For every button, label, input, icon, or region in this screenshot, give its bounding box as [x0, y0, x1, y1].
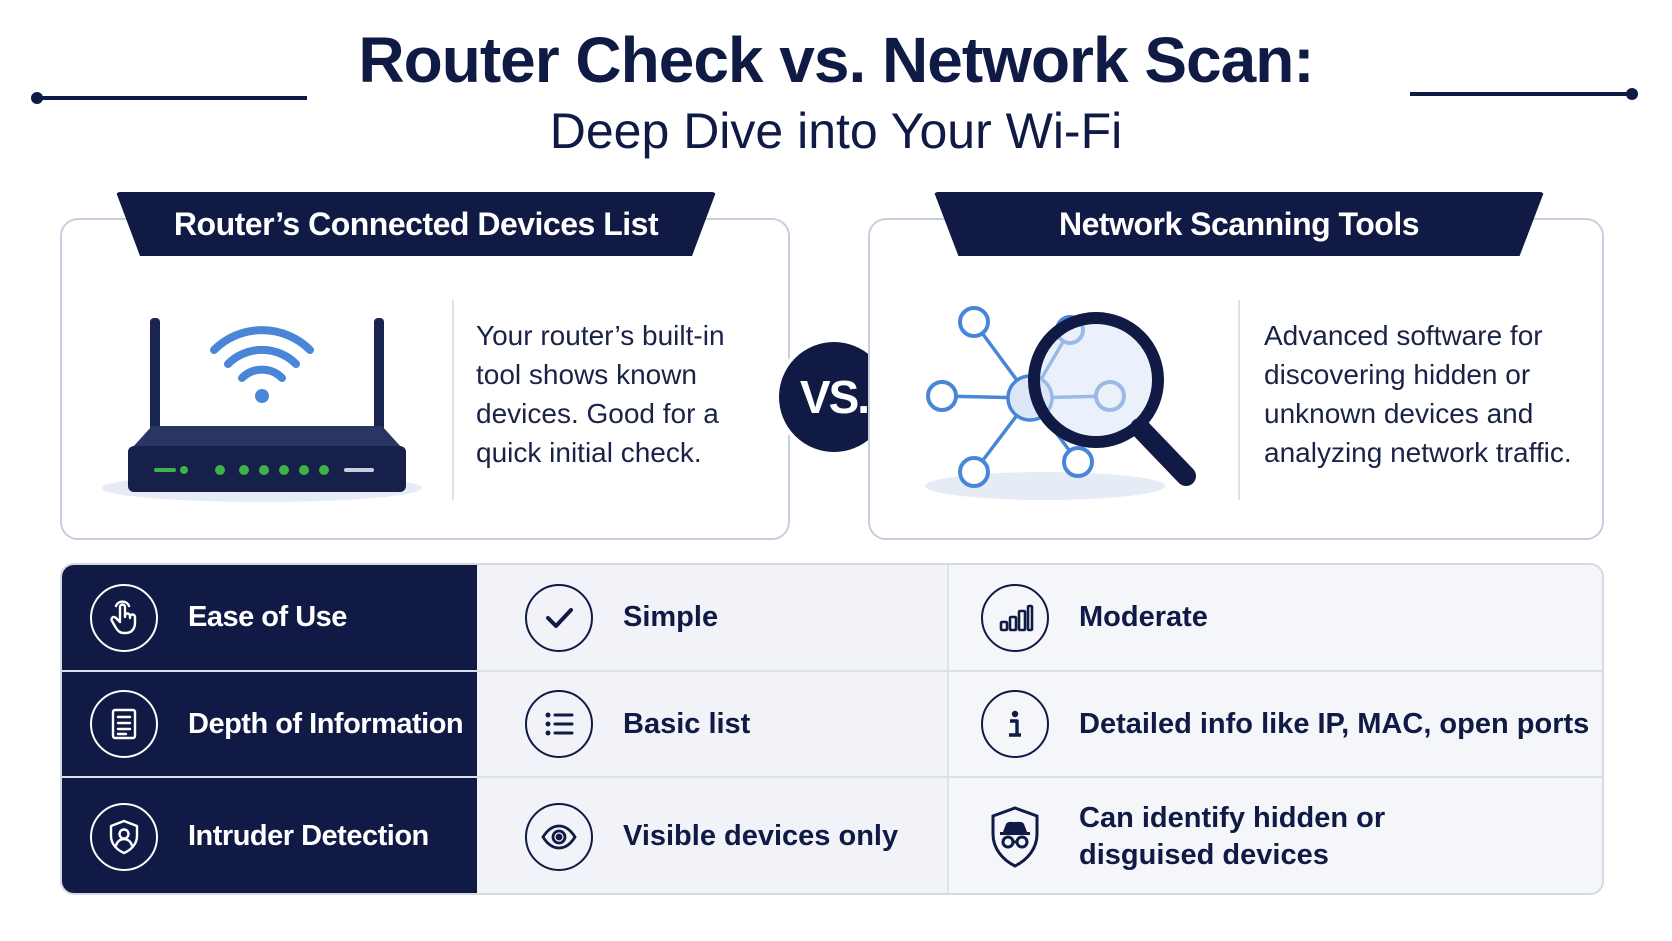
row-label: Depth of Information: [188, 707, 464, 740]
router-value-cell: Basic list: [477, 672, 949, 776]
title-rule-right: [1410, 92, 1632, 96]
bullet-list-icon: [525, 690, 593, 758]
scan-value-cell: Moderate: [949, 565, 1602, 670]
checkmark-icon: [525, 583, 593, 652]
router-value: Simple: [623, 601, 719, 633]
signal-bars-icon: [981, 583, 1049, 652]
network-magnifier-icon: [900, 278, 1220, 513]
wifi-router-icon: [92, 278, 432, 513]
row-label-cell: Depth of Information: [62, 672, 477, 776]
title-rule-left: [37, 96, 307, 100]
title-rule-left-dot: [31, 92, 43, 104]
router-value-cell: Visible devices only: [477, 778, 949, 893]
spy-shield-icon: [981, 803, 1049, 871]
row-label-cell: Intruder Detection: [62, 778, 477, 893]
router-card-tab: Router’s Connected Devices List: [116, 192, 716, 256]
page-title: Router Check vs. Network Scan:: [358, 24, 1314, 96]
hand-pointer-icon: [90, 583, 158, 652]
table-row: Intruder Detection Visible devices only: [62, 778, 1602, 893]
eye-icon: [525, 802, 593, 871]
scanning-card-description: Advanced software for discovering hidden…: [1264, 320, 1572, 468]
table-row: Ease of Use Simple Moderate: [62, 565, 1602, 670]
table-row: Depth of Information Basic list: [62, 672, 1602, 776]
table-row-separator: [62, 776, 1602, 778]
row-label-cell: Ease of Use: [62, 565, 477, 670]
router-card-divider: [452, 300, 454, 500]
shield-user-icon: [90, 802, 158, 871]
scan-value: Moderate: [1079, 601, 1208, 633]
comparison-table: Ease of Use Simple Moderate: [60, 563, 1604, 895]
router-value-cell: Simple: [477, 565, 949, 670]
router-card: Router’s Connected Devices List: [60, 192, 790, 540]
row-label: Ease of Use: [188, 601, 347, 633]
table-row-separator: [62, 670, 1602, 672]
router-value: Basic list: [623, 707, 751, 740]
title-block: Router Check vs. Network Scan: Deep Dive…: [0, 22, 1672, 162]
scanning-card-divider: [1238, 300, 1240, 500]
router-card-description: Your router’s built-in tool shows known …: [476, 320, 725, 468]
router-value: Visible devices only: [623, 820, 899, 852]
scan-value: Can identify hidden or disguised devices: [1079, 801, 1386, 871]
info-icon: [981, 690, 1049, 758]
title-rule-right-dot: [1626, 88, 1638, 100]
row-label: Intruder Detection: [188, 820, 429, 852]
scanning-card-tab: Network Scanning Tools: [934, 192, 1544, 256]
page-subtitle: Deep Dive into Your Wi-Fi: [549, 103, 1123, 159]
document-list-icon: [90, 690, 158, 758]
scan-value-cell: Can identify hidden or disguised devices: [949, 778, 1602, 893]
scanning-card: Network Scanning Tools: [868, 192, 1604, 540]
scan-value: Detailed info like IP, MAC, open ports: [1079, 707, 1590, 740]
scan-value-cell: Detailed info like IP, MAC, open ports: [949, 672, 1602, 776]
